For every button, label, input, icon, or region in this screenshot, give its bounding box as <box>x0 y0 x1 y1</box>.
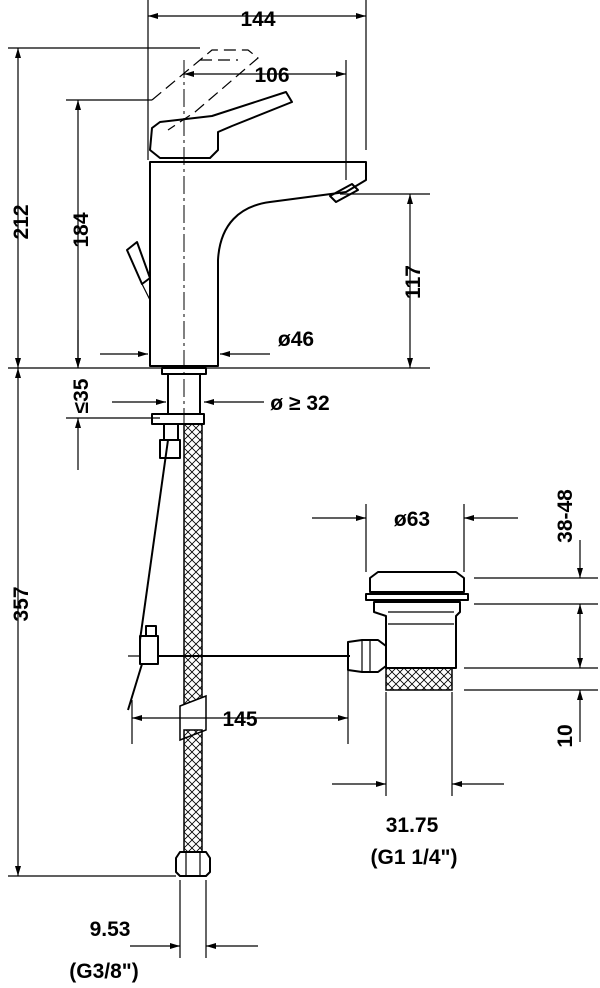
dimension-lines <box>8 0 598 958</box>
popup-rod-stem <box>141 283 151 301</box>
label-63: ø63 <box>394 508 430 531</box>
label-32: ø ≥ 32 <box>270 392 329 415</box>
label-357: 357 <box>10 586 33 621</box>
linkage-screw <box>145 625 157 637</box>
waste-flange <box>365 593 469 601</box>
faucet-handle <box>149 91 293 159</box>
aerator <box>329 183 359 203</box>
supply-hose-lower <box>183 729 203 853</box>
pushrod-lower <box>127 663 143 711</box>
waste-cap <box>369 571 465 593</box>
label-3175: 31.75 <box>386 814 439 837</box>
label-g38: (G3/8") <box>69 960 138 983</box>
waste-thread <box>385 667 453 691</box>
label-117: 117 <box>402 265 425 299</box>
dimension-labels: 144 106 ø46 ø ≥ 32 145 ø63 31.75 (G1 1/4… <box>10 8 577 983</box>
hose-nut <box>175 851 211 877</box>
label-g114: (G1 1/4") <box>371 846 458 869</box>
label-46: ø46 <box>278 328 314 351</box>
label-106: 106 <box>254 64 289 87</box>
label-212: 212 <box>10 204 33 239</box>
waste-side-nut <box>347 639 387 673</box>
label-184: 184 <box>70 212 93 247</box>
popup-rod <box>126 241 151 285</box>
label-35: ≤35 <box>70 378 93 413</box>
faucet <box>126 49 367 877</box>
label-38-48: 38-48 <box>554 489 577 543</box>
fixing-clip <box>159 439 181 459</box>
label-144: 144 <box>240 8 275 31</box>
label-953: 9.53 <box>90 918 131 941</box>
supply-hose <box>183 423 203 707</box>
pull-wire <box>139 439 169 641</box>
label-10: 10 <box>554 724 577 747</box>
faucet-body <box>149 161 367 367</box>
popup-waste <box>347 571 469 691</box>
fixing-washer <box>151 413 205 425</box>
linkage-clamp <box>139 635 159 665</box>
lever-open-position <box>151 49 259 131</box>
label-145: 145 <box>222 708 257 731</box>
fixing-nut <box>163 423 179 441</box>
waste-body <box>373 601 461 669</box>
